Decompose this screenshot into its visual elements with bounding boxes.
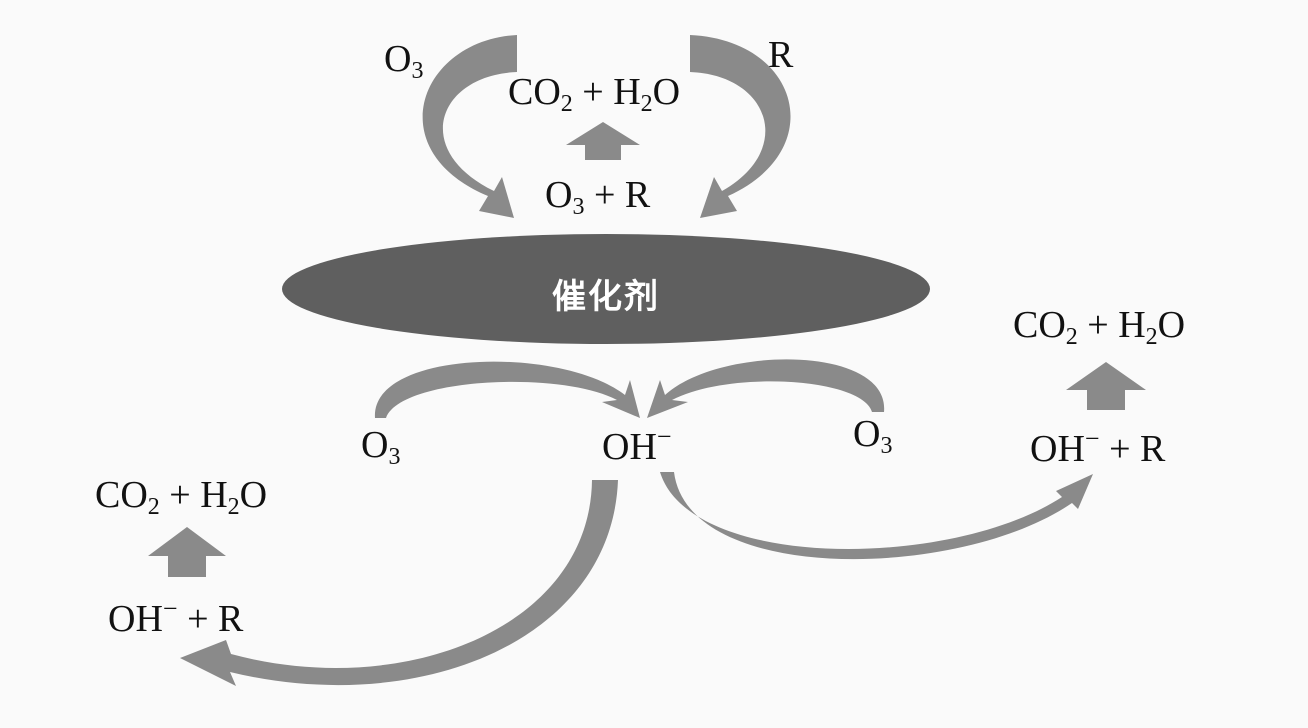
middle-oh: OH− [602,422,672,468]
curved-arrow-oh-right [660,472,1093,560]
catalyst-label: 催化剂 [552,277,660,317]
curved-arrow-o3-right [647,359,885,418]
curved-arrow-oh-left [180,480,618,686]
curved-arrow-o3-left [374,361,640,418]
right-combined-oh-r: OH− + R [1030,424,1166,470]
top-reactant-o3: O3 [384,38,424,84]
top-product-co2-h2o: CO2 + H2O [508,71,681,117]
left-combined-oh-r: OH− + R [108,594,244,640]
top-combined-o3-r: O3 + R [545,174,651,220]
block-arrow-up-right [1066,362,1146,410]
right-product-co2-h2o: CO2 + H2O [1013,304,1186,350]
catalyst-ellipse [282,234,930,344]
middle-o3-right: O3 [853,413,893,459]
block-arrow-up-left [148,527,226,577]
middle-o3-left: O3 [361,424,401,470]
curved-arrow-r-top [690,35,791,218]
left-product-co2-h2o: CO2 + H2O [95,474,268,520]
top-reactant-r: R [768,34,794,76]
curved-arrow-o3-top [422,35,517,218]
block-arrow-up-top [566,122,640,160]
